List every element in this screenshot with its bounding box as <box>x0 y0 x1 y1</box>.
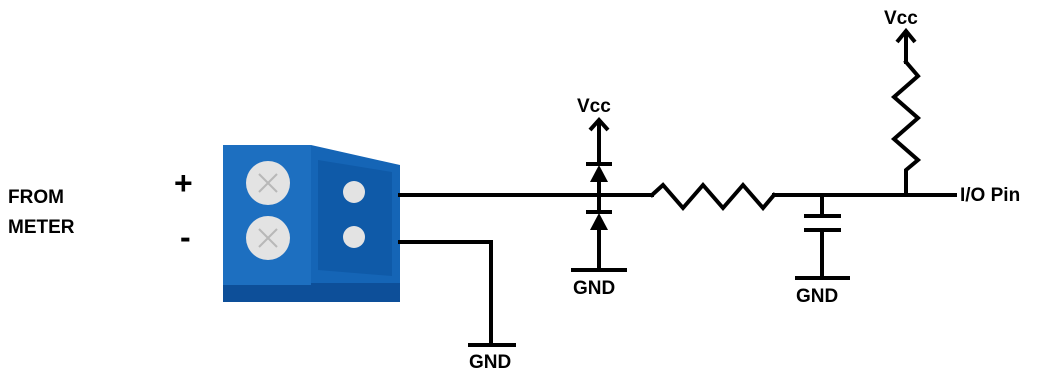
diode-clamp: Vcc GND <box>571 96 627 299</box>
minus-sign: - <box>180 219 191 255</box>
wire-hole-bottom <box>343 226 365 248</box>
diode-top-icon <box>590 165 608 182</box>
screw-top-cross-icon <box>258 173 278 193</box>
series-resistor <box>649 181 777 212</box>
filter-capacitor: GND <box>795 193 850 307</box>
terminal-base <box>223 281 400 302</box>
wire-hole-top <box>343 181 365 203</box>
gnd-label-cap: GND <box>796 286 838 307</box>
terminal-inner <box>318 160 392 276</box>
gnd-label-diodes: GND <box>573 278 615 299</box>
vcc-label-pullup: Vcc <box>884 8 918 29</box>
from-label-line1: FROM <box>8 187 64 208</box>
gnd-label-connector: GND <box>469 352 511 371</box>
vcc-arrow-pullup-icon <box>895 27 917 44</box>
vcc-arrow-diodes-icon <box>588 117 610 132</box>
pullup-resistor: Vcc <box>884 8 922 197</box>
screw-bottom-cross-icon <box>258 228 278 248</box>
plus-sign: + <box>174 165 193 201</box>
diode-bottom-icon <box>590 213 608 230</box>
pullup-zigzag <box>890 59 922 197</box>
io-pin-label: I/O Pin <box>960 185 1020 206</box>
ground-wire <box>398 240 493 347</box>
vcc-label-diodes: Vcc <box>577 96 611 117</box>
terminal-block <box>223 145 400 302</box>
from-label-line2: METER <box>8 217 75 238</box>
